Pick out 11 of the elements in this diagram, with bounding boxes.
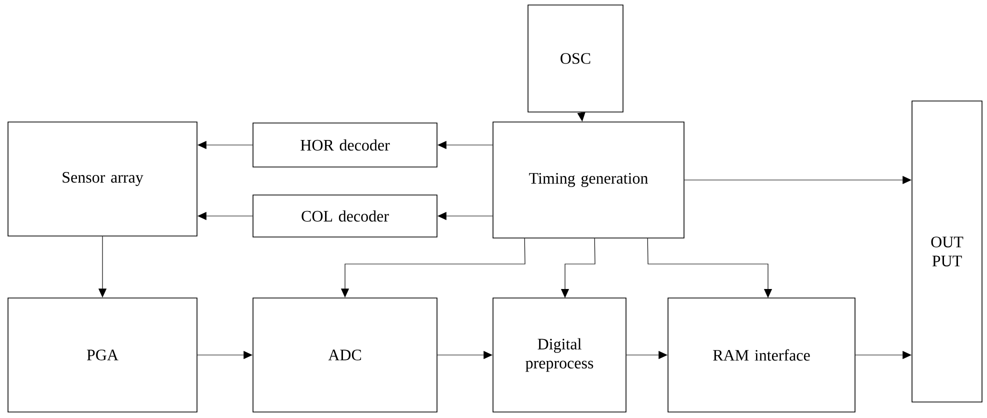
process-box: Sensor array: [8, 122, 198, 236]
process-box: Digital preprocess: [492, 298, 626, 412]
process-box: RAM interface: [668, 298, 856, 412]
process-box: COL decoder: [252, 194, 438, 238]
process-box: HOR decoder: [252, 122, 438, 168]
arrow: [647, 238, 772, 298]
process-box: ADC: [252, 298, 438, 412]
process-box: OSC: [528, 4, 624, 112]
process-box: PGA: [8, 298, 198, 412]
process-box: OUT PUT: [912, 100, 982, 402]
process-box: Timing generation: [492, 122, 684, 238]
